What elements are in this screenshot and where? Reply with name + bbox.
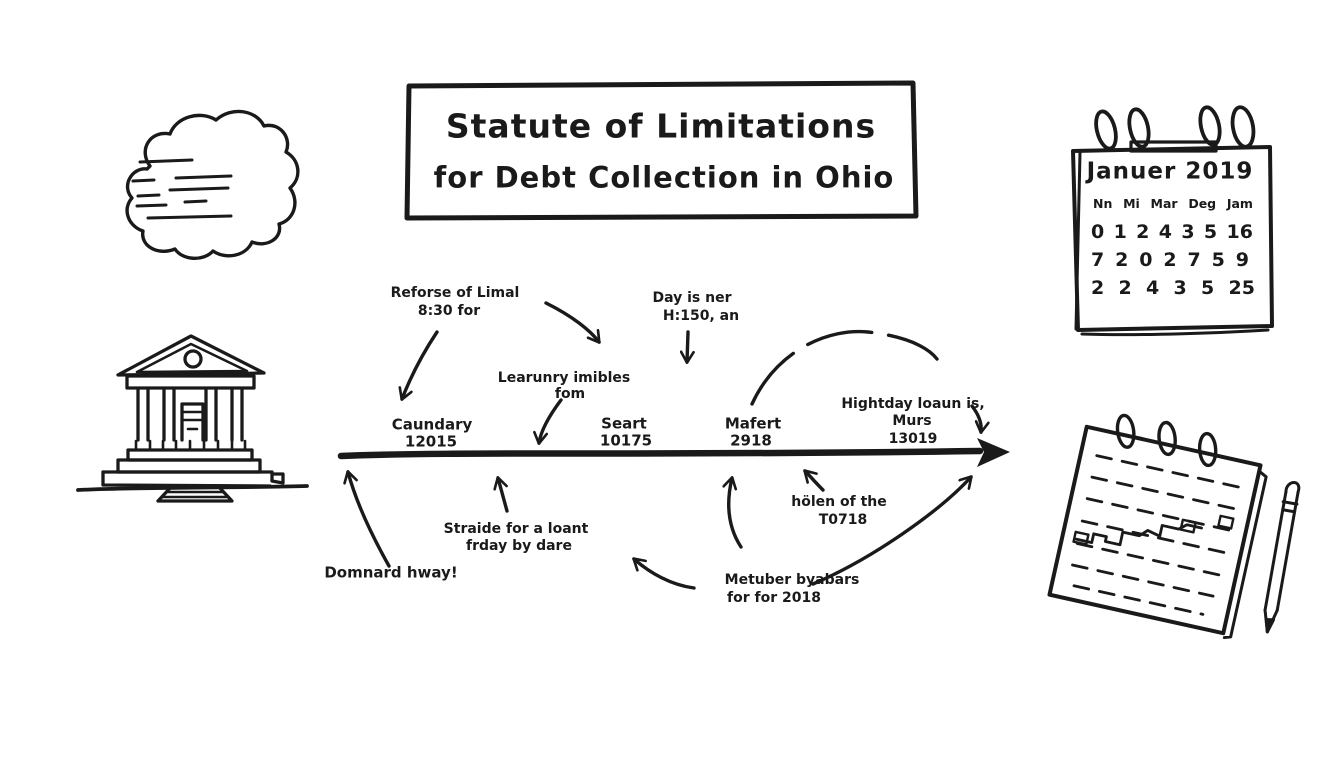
arrow-metuber-up	[729, 478, 743, 549]
note-holen-line2: T0718	[818, 512, 868, 528]
timeline-axis	[337, 438, 1010, 467]
calendar-day: 2	[1118, 277, 1132, 299]
calendar-day: 2	[1091, 277, 1105, 299]
note-metuber-line2: for for 2018	[727, 590, 821, 606]
note-straide-line1: Straide for a loant	[443, 521, 589, 537]
arrow-hightday-down	[970, 404, 981, 432]
annotation-arrows	[348, 301, 981, 590]
calendar-day: 9	[1235, 249, 1249, 271]
event-caundary-value: 12015	[404, 432, 458, 451]
calendar-day: 3	[1173, 277, 1187, 299]
calendar-title: Januer 2019	[1086, 158, 1254, 185]
arrow-day-down	[687, 330, 688, 362]
page-title-line2: for Debt Collection in Ohio	[433, 160, 895, 195]
calendar-day: 5	[1211, 249, 1225, 271]
note-straide-line2: frday by dare	[466, 538, 572, 554]
calendar-weekday: Mi	[1123, 196, 1140, 211]
event-hightday-value: 13019	[888, 431, 938, 447]
arrow-metuber-left	[634, 559, 696, 590]
note-day-line2: H:150, an	[662, 308, 740, 324]
calendar-weekday: Jam	[1226, 196, 1253, 211]
arrow-domnard-up	[348, 472, 391, 568]
calendar-weekday: Deg	[1188, 196, 1217, 211]
calendar-day: 7	[1187, 249, 1201, 271]
note-reforse-line1: Reforse of Limal	[390, 285, 520, 301]
binder-rings	[1094, 105, 1256, 151]
note-holen-line1: hölen of the	[791, 494, 887, 510]
arrow-reforse-to-learunry	[544, 301, 601, 342]
calendar-day: 0	[1139, 249, 1153, 271]
calendar-weekday: Mar	[1150, 196, 1178, 211]
note-day-line1: Day is ner	[652, 290, 732, 306]
notepad-drawing	[1047, 413, 1268, 640]
timeline-arrowhead	[977, 438, 1010, 467]
calendar-day: 0	[1091, 221, 1105, 243]
calendar-day: 3	[1181, 221, 1195, 243]
calendar-day: 25	[1228, 277, 1255, 299]
calendar-day: 5	[1203, 221, 1218, 243]
page-title-line1: Statute of Limitations	[445, 106, 877, 146]
notepad-ruled-lines	[1071, 454, 1243, 616]
note-domnard: Domnard hway!	[324, 563, 458, 582]
calendar-day: 7	[1091, 249, 1105, 271]
notepad-step-chart	[1072, 514, 1235, 547]
note-learunry-line1: Learunry imibles	[497, 370, 631, 386]
pediment-circle	[183, 349, 203, 369]
front-steps	[156, 484, 234, 503]
notepad-rings	[1115, 413, 1218, 468]
calendar-day: 4	[1158, 221, 1172, 243]
calendar-day: 2	[1163, 249, 1177, 271]
calendar-day: 2	[1115, 249, 1129, 271]
arrow-holen-up	[805, 471, 825, 492]
calendar-row-2: 7 2 0 2 7 5 9	[1091, 249, 1249, 271]
arc-mafert-dashed	[750, 329, 939, 406]
calendar-day: 16	[1226, 221, 1253, 243]
calendar-day: 5	[1201, 277, 1215, 299]
thought-cloud-drawing	[125, 109, 300, 260]
event-seart-value: 10175	[599, 431, 653, 450]
pencil-icon	[1263, 480, 1301, 634]
event-hightday-label: Hightday loaun is,	[841, 396, 985, 412]
event-hightday-sublabel: Murs	[892, 413, 932, 429]
event-mafert-value: 2918	[730, 431, 772, 450]
calendar-row-3: 2 2 4 3 5 25	[1091, 277, 1255, 299]
arrow-straide-up	[498, 478, 509, 513]
event-seart-label: Seart	[601, 414, 647, 433]
calendar-day: 1	[1113, 221, 1127, 243]
event-mafert-label: Mafert	[724, 414, 782, 433]
note-reforse-line2: 8:30 for	[417, 303, 481, 319]
calendar-row-1: 0 1 2 4 3 5 16	[1091, 221, 1253, 243]
arrow-reforse-to-caundary	[402, 330, 439, 399]
title-box	[404, 80, 919, 221]
column-base-ticks	[134, 439, 247, 451]
arrow-metuber-upright	[811, 477, 971, 586]
arrow-learunry-down	[539, 398, 563, 443]
door	[180, 402, 205, 442]
event-caundary-label: Caundary	[391, 415, 473, 434]
calendar-drawing	[1071, 105, 1274, 337]
calendar-weekday-row: Nn Mi Mar Deg Jam	[1093, 196, 1253, 211]
note-metuber-line1: Metuber byabars	[724, 572, 860, 588]
calendar-weekday: Nn	[1093, 196, 1113, 211]
note-learunry-line2: fom	[554, 386, 586, 402]
calendar-day: 2	[1136, 221, 1150, 243]
cloud-scribble-lines	[131, 158, 233, 220]
courthouse-drawing	[76, 334, 309, 503]
calendar-day: 4	[1146, 277, 1160, 299]
